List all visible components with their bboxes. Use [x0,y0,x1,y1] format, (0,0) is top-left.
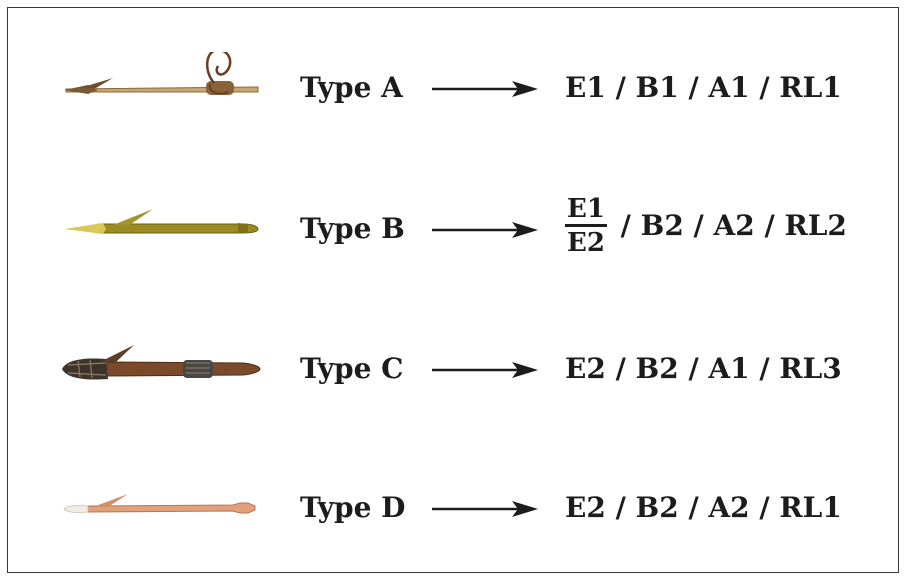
harpoon-type-c-image [62,345,261,380]
type-b-formula-rest: / B2 / A2 / RL2 [620,208,847,242]
fraction-numerator: E1 [567,194,605,224]
arrow-icon [432,362,538,378]
fraction-bar [565,224,607,227]
harpoon-type-d-image [63,494,256,514]
row-type-d: Type D E2 / B2 / A2 / RL1 [0,472,908,542]
harpoon-type-a-image [64,52,259,95]
type-a-label: Type A [300,71,403,104]
row-type-a: Type A E1 / B1 / A1 / RL1 [0,52,908,122]
figure-frame [7,7,899,573]
harpoon-type-b-image [64,209,259,234]
arrow-icon [432,222,538,238]
type-c-formula: E2 / B2 / A1 / RL3 [565,352,842,385]
type-b-label: Type B [300,212,405,245]
type-b-formula: E1 E2 / B2 / A2 / RL2 [565,196,847,256]
row-type-c: Type C E2 / B2 / A1 / RL3 [0,333,908,403]
arrow-icon [432,501,538,517]
type-d-formula: E2 / B2 / A2 / RL1 [565,491,842,524]
type-a-formula: E1 / B1 / A1 / RL1 [565,71,842,104]
type-b-fraction: E1 E2 [565,196,607,256]
row-type-b: Type B E1 E2 / B2 / A2 / RL2 [0,193,908,263]
arrow-icon [432,81,538,97]
type-c-label: Type C [300,352,404,385]
fraction-denominator: E2 [567,227,605,258]
type-d-label: Type D [300,491,406,524]
